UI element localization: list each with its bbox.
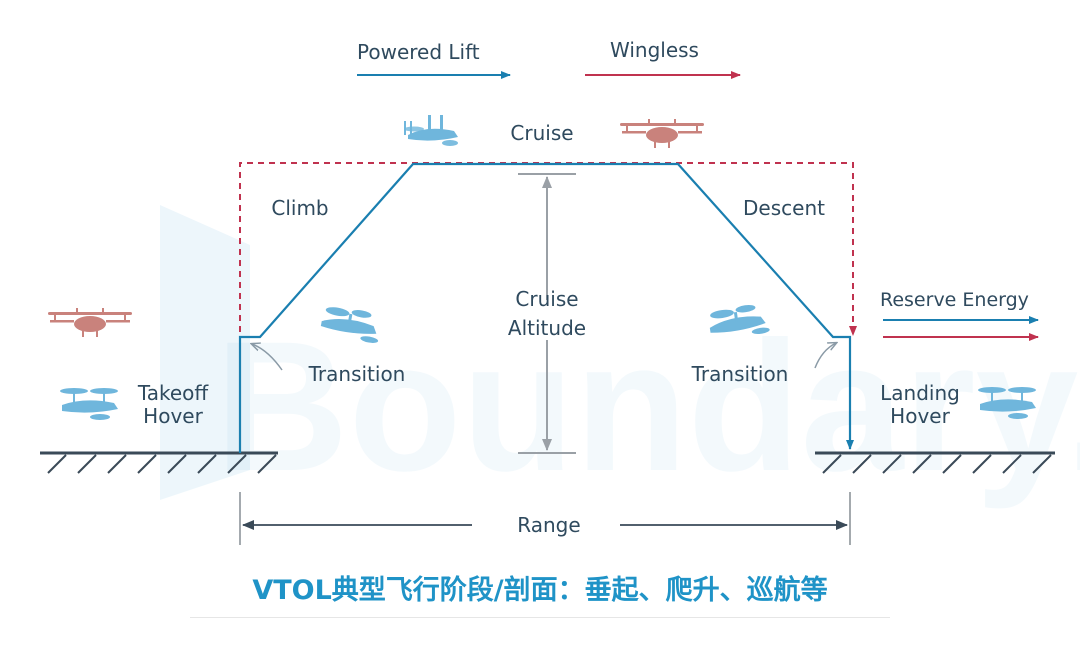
- watermark-logo: [160, 205, 250, 500]
- transition-left-label: Transition: [308, 362, 406, 386]
- landing-hover-label-line1: Landing: [880, 381, 960, 405]
- ground-left: [40, 451, 278, 474]
- wingless-legend-label: Wingless: [610, 38, 699, 62]
- transition-left-arrow: [252, 344, 283, 371]
- powered-lift-profile-path: [238, 162, 854, 453]
- transition-right-arrow: [814, 343, 836, 369]
- wingless-takeoff-multicopter-icon: [48, 308, 132, 337]
- powered-lift-legend-label: Powered Lift: [357, 40, 480, 64]
- wingless-cruise-multicopter-icon: [620, 119, 704, 148]
- climb-phase-label: Climb: [271, 196, 329, 220]
- cruise-altitude-dimension: [518, 173, 576, 454]
- powered-lift-descent-aircraft-icon: [709, 304, 770, 335]
- watermark-text: Boundary.AI: [215, 304, 1080, 510]
- range-label: Range: [517, 513, 581, 537]
- ground-right: [815, 451, 1055, 474]
- descent-phase-label: Descent: [743, 196, 825, 220]
- caption-divider: [190, 617, 890, 618]
- figure-caption: VTOL典型飞行阶段/剖面：垂起、爬升、巡航等: [252, 575, 828, 606]
- transition-right-label: Transition: [691, 362, 789, 386]
- powered-lift-landing-aircraft-icon: [978, 387, 1036, 419]
- cruise-altitude-label-line2: Altitude: [507, 316, 587, 340]
- cruise-phase-label: Cruise: [510, 121, 574, 145]
- takeoff-hover-label-line1: Takeoff: [137, 381, 209, 405]
- range-dimension: [239, 492, 851, 545]
- takeoff-hover-label-line2: Hover: [143, 404, 203, 428]
- powered-lift-takeoff-aircraft-icon: [60, 388, 118, 420]
- powered-lift-climb-aircraft-icon: [320, 307, 379, 343]
- reserve-energy-label: Reserve Energy: [880, 289, 1029, 311]
- powered-lift-cruise-aircraft-icon: [404, 115, 458, 146]
- landing-hover-label-line2: Hover: [890, 404, 950, 428]
- cruise-altitude-label-line1: Cruise: [515, 287, 579, 311]
